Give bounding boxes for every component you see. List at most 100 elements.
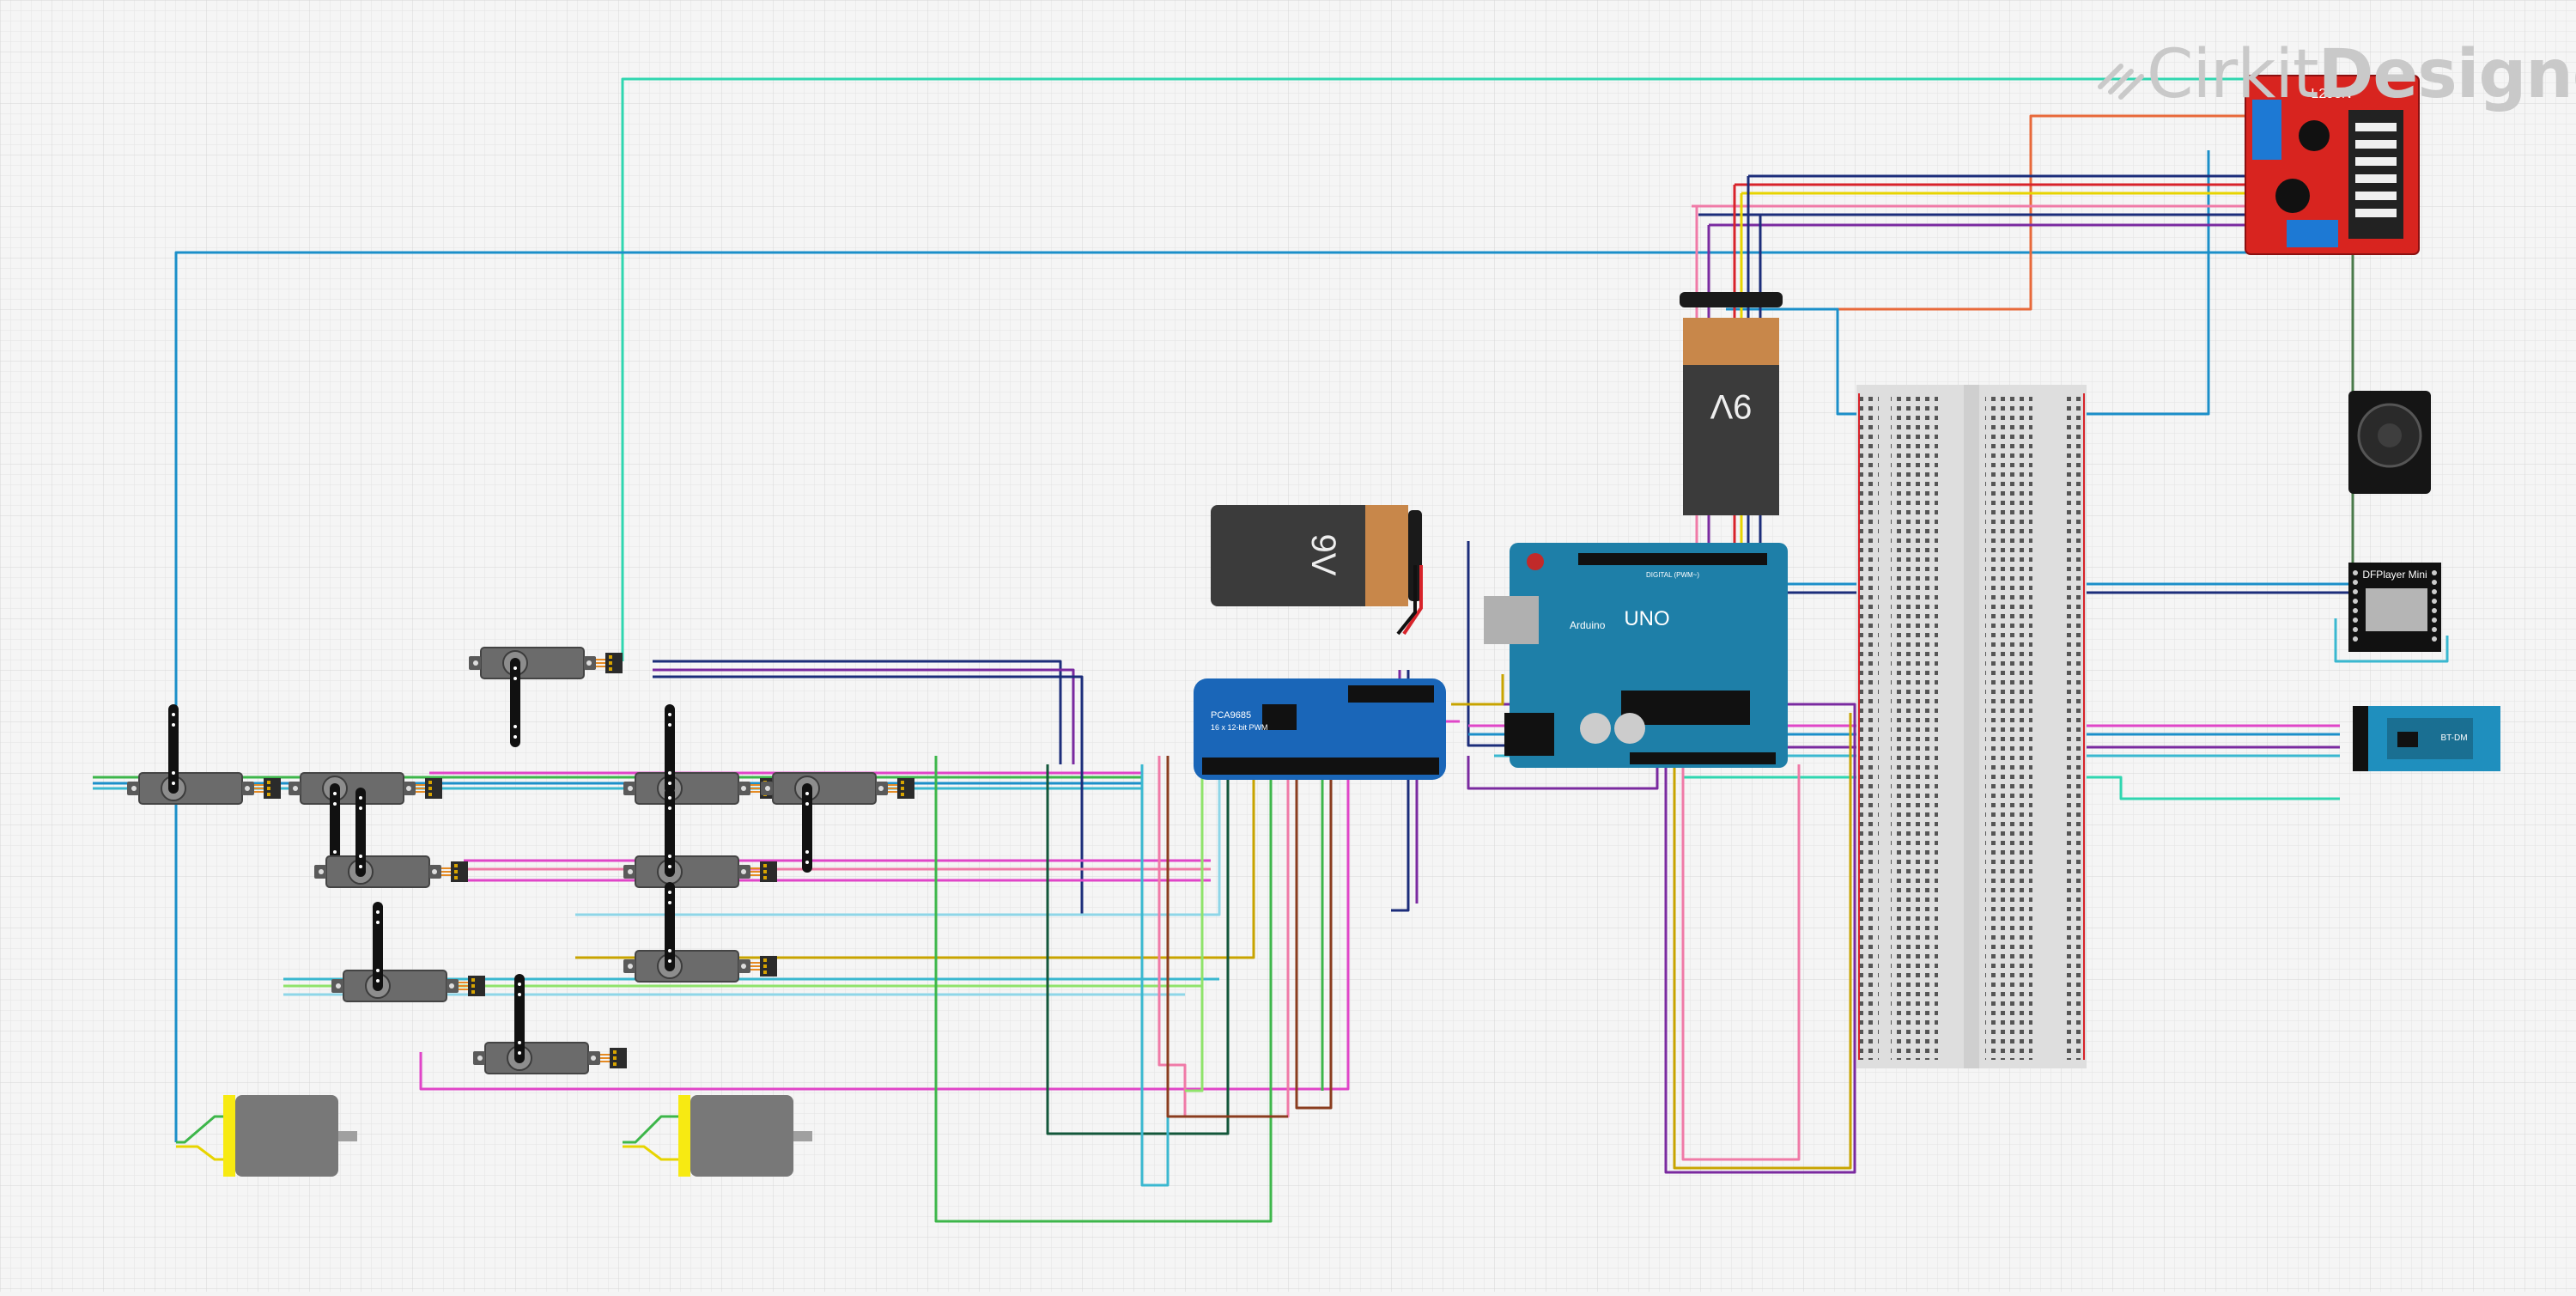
- dfplayer-pin: [2353, 580, 2358, 585]
- dfplayer-mini[interactable]: DFPlayer Mini: [2348, 563, 2441, 652]
- servo-body: [331, 970, 459, 1002]
- servo-lead: [888, 784, 897, 793]
- heatsink-fin: [2355, 123, 2397, 131]
- motor2-lead-green[interactable]: [623, 1115, 678, 1144]
- servo-lead: [254, 784, 264, 793]
- servo-1[interactable]: [468, 647, 623, 747]
- battery-9v-vertical[interactable]: 9V: [1680, 292, 1783, 515]
- servo-body: [313, 855, 442, 888]
- wire-layer: [93, 77, 2449, 1223]
- battery-red-lead: [1402, 565, 1423, 636]
- breadboard[interactable]: [1856, 385, 2087, 1068]
- servo-7[interactable]: [623, 788, 777, 888]
- wire-olive-loop[interactable]: [1673, 713, 1852, 1170]
- dfplayer-pin: [2432, 627, 2437, 632]
- motor-body: [235, 1095, 338, 1177]
- heatsink-fin: [2355, 209, 2397, 217]
- battery-body: [1683, 365, 1779, 515]
- motor1-lead-green[interactable]: [176, 1115, 225, 1144]
- arduino-brand-label: Arduino: [1570, 619, 1606, 631]
- servo-connector: [468, 976, 485, 996]
- l298n-motor-driver[interactable]: L298N: [2245, 75, 2420, 255]
- heatsink-fin: [2355, 157, 2397, 166]
- pca-board: [1194, 678, 1446, 780]
- wire-green-loop[interactable]: [934, 756, 1273, 1223]
- hc05-bluetooth-module[interactable]: BT-DM: [2353, 706, 2500, 771]
- wire-olive-pca[interactable]: [1451, 674, 1504, 706]
- servo-horn: [665, 882, 675, 971]
- wire-servo-top1[interactable]: [653, 660, 1062, 764]
- capacitor-1: [1580, 713, 1611, 744]
- wire-brown-loop2[interactable]: [1295, 756, 1333, 1110]
- motor2-lead-yellow[interactable]: [623, 1145, 678, 1161]
- wire-arduino-left[interactable]: [1467, 541, 1511, 747]
- wire-servo-top2[interactable]: [653, 668, 1075, 764]
- battery-9v-horizontal[interactable]: 9V: [1211, 505, 1423, 636]
- battery-black-lead: [1396, 565, 1417, 636]
- driver-terminal-bottom: [2287, 220, 2338, 247]
- servo-connector: [264, 778, 281, 799]
- wire-blue-battery[interactable]: [1726, 150, 2210, 416]
- servo-9[interactable]: [623, 882, 777, 983]
- servo-4[interactable]: [623, 704, 777, 805]
- dfplayer-pin: [2353, 627, 2358, 632]
- wire-brown-loop[interactable]: [1166, 756, 1288, 1118]
- battery-body: [1211, 505, 1408, 606]
- wire-df-3[interactable]: [2334, 618, 2449, 663]
- bt-header: [2353, 706, 2368, 771]
- servo-6[interactable]: [313, 788, 468, 888]
- brand-light-text: Cirkit: [2147, 36, 2319, 113]
- speaker[interactable]: [2348, 391, 2431, 494]
- dc-motor-2[interactable]: [678, 1095, 812, 1177]
- servo-5[interactable]: [760, 772, 914, 873]
- digital-header-label: DIGITAL (PWM~): [1646, 571, 1699, 579]
- heatsink-fin: [2355, 140, 2397, 149]
- servo-lead: [416, 784, 425, 793]
- servo-body: [288, 772, 416, 805]
- usb-port: [1484, 596, 1539, 644]
- servo-body: [623, 950, 751, 983]
- power-jack: [1504, 713, 1554, 756]
- driver-capacitor-2: [2275, 179, 2310, 213]
- digital-header: [1578, 553, 1767, 565]
- reset-button[interactable]: [1527, 553, 1544, 570]
- bt-label: BT-DM: [2440, 733, 2467, 743]
- driver-label: L298N: [2311, 87, 2351, 101]
- pca-servo-header-top: [1348, 685, 1434, 703]
- servo-8[interactable]: [331, 902, 485, 1002]
- breadboard-divider: [1964, 385, 1979, 1068]
- dc-motor-1[interactable]: [223, 1095, 357, 1177]
- servo-lead: [596, 659, 605, 667]
- servo-connector: [760, 861, 777, 882]
- wire-pink-loop[interactable]: [1681, 756, 1801, 1161]
- pca-desc: 16 x 12-bit PWM: [1211, 723, 1268, 732]
- speaker-center: [2378, 423, 2402, 447]
- servo-10[interactable]: [472, 974, 627, 1074]
- analog-header: [1630, 752, 1776, 764]
- rail-left: [1860, 393, 1879, 1060]
- servo-body: [623, 772, 751, 805]
- wire-orange-battery[interactable]: [1743, 114, 2257, 311]
- servo-body: [126, 772, 255, 805]
- servo-3[interactable]: [288, 772, 442, 873]
- driver-terminal-left: [2252, 100, 2281, 160]
- brand-bold-text: Designer: [2318, 36, 2576, 113]
- servo-2[interactable]: [126, 704, 281, 805]
- wire-lime-drop[interactable]: [1185, 756, 1204, 1092]
- terminal-left: [1891, 393, 1938, 1060]
- dfplayer-pin: [2432, 608, 2437, 613]
- battery-cap: [1683, 318, 1779, 368]
- wire-arduino-loop[interactable]: [1467, 756, 1659, 790]
- motor1-lead-yellow[interactable]: [176, 1145, 225, 1161]
- servo-horn: [355, 788, 366, 877]
- wire-servo-row5a[interactable]: [419, 756, 1350, 1091]
- wire-darkgreen-loop[interactable]: [1046, 756, 1230, 1135]
- motor-endcap: [223, 1095, 235, 1177]
- rail-right: [2064, 393, 2083, 1060]
- wire-servo-row2d[interactable]: [575, 756, 1221, 916]
- wire-servo-row3a[interactable]: [575, 756, 1255, 959]
